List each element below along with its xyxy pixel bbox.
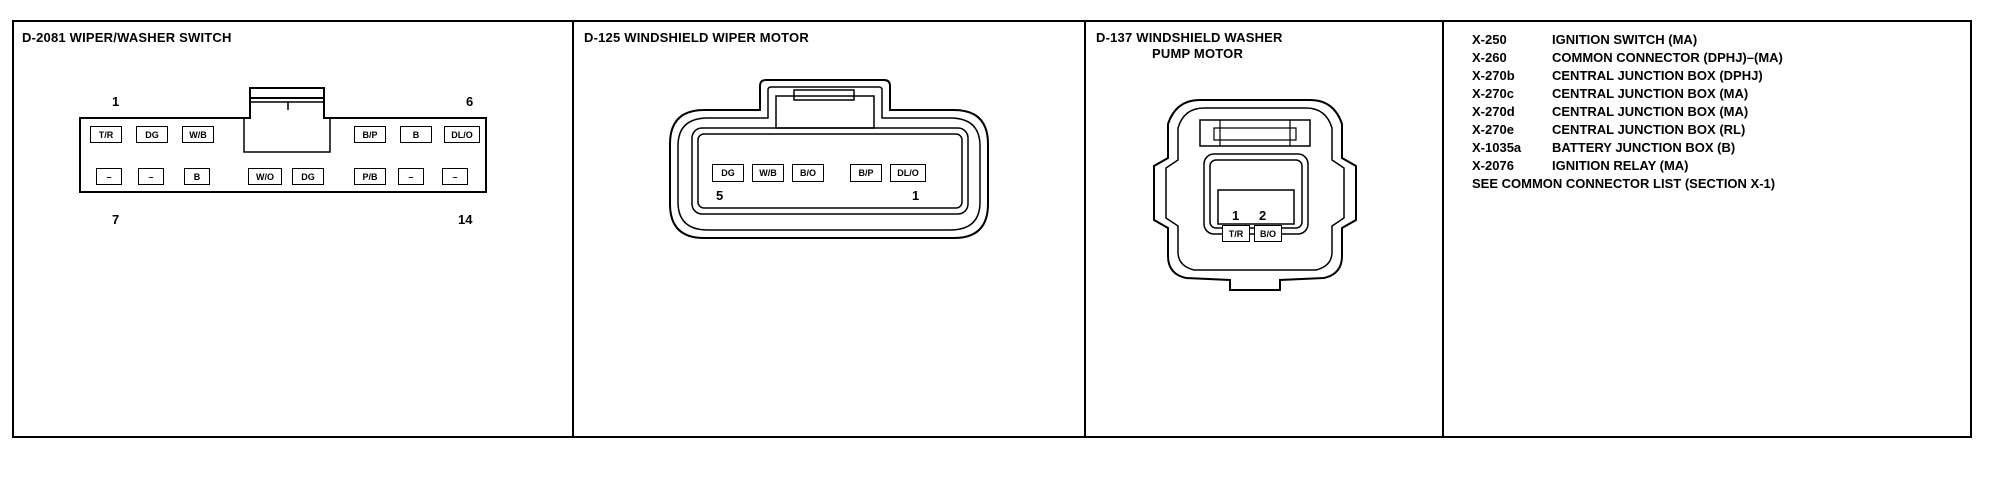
d2081-pin: – <box>96 168 122 185</box>
d137-pin-2-label: 2 <box>1259 208 1267 223</box>
d2081-pin: T/R <box>90 126 122 143</box>
reference-item: X-270c CENTRAL JUNCTION BOX (MA) <box>1472 86 1748 101</box>
d2081-pin-1-label: 1 <box>112 94 120 109</box>
reference-code: X-270e <box>1472 122 1514 137</box>
d137-title-line1: D-137 WINDSHIELD WASHER <box>1096 30 1283 45</box>
d2081-title: D-2081 WIPER/WASHER SWITCH <box>22 30 232 45</box>
d2081-pin: – <box>398 168 424 185</box>
reference-desc: BATTERY JUNCTION BOX (B) <box>1552 140 1736 155</box>
d2081-pin: DG <box>136 126 168 143</box>
reference-code: X-1035a <box>1472 140 1522 155</box>
d2081-pin: B/P <box>354 126 386 143</box>
reference-desc: CENTRAL JUNCTION BOX (MA) <box>1552 104 1749 119</box>
d2081-pin: – <box>138 168 164 185</box>
d125-pin: B/O <box>792 164 824 182</box>
d2081-pin: DL/O <box>444 126 480 143</box>
d125-pin: DL/O <box>890 164 926 182</box>
d137-connector-body <box>1153 99 1357 291</box>
panel-divider <box>1442 20 1444 438</box>
d2081-pin: DG <box>292 168 324 185</box>
reference-item: X-270b CENTRAL JUNCTION BOX (DPHJ) <box>1472 68 1763 83</box>
d125-pin: W/B <box>752 164 784 182</box>
d2081-pin: B <box>184 168 210 185</box>
d125-pin: DG <box>712 164 744 182</box>
d125-pin: B/P <box>850 164 882 182</box>
reference-item: X-270d CENTRAL JUNCTION BOX (MA) <box>1472 104 1748 119</box>
d137-title-line2: PUMP MOTOR <box>1152 46 1244 61</box>
d2081-pin-6-label: 6 <box>466 94 474 109</box>
d2081-pin-7-label: 7 <box>112 212 120 227</box>
d137-pin-1-label: 1 <box>1232 208 1240 223</box>
reference-desc: CENTRAL JUNCTION BOX (MA) <box>1552 86 1749 101</box>
reference-desc: CENTRAL JUNCTION BOX (RL) <box>1552 122 1746 137</box>
reference-code: X-270b <box>1472 68 1515 83</box>
d137-pin: B/O <box>1254 225 1282 242</box>
d2081-connector-body <box>79 87 487 193</box>
reference-item: X-260 COMMON CONNECTOR (DPHJ)–(MA) <box>1472 50 1783 65</box>
d2081-pin: W/B <box>182 126 214 143</box>
reference-item: X-2076 IGNITION RELAY (MA) <box>1472 158 1689 173</box>
reference-item: X-270e CENTRAL JUNCTION BOX (RL) <box>1472 122 1745 137</box>
reference-desc: COMMON CONNECTOR (DPHJ)–(MA) <box>1552 50 1783 65</box>
d2081-pin: B <box>400 126 432 143</box>
panel-divider <box>1084 20 1086 438</box>
d2081-pin: W/O <box>248 168 282 185</box>
d125-pin-1-label: 1 <box>912 188 920 203</box>
d125-title: D-125 WINDSHIELD WIPER MOTOR <box>584 30 809 45</box>
reference-code: X-260 <box>1472 50 1507 65</box>
reference-code: X-270c <box>1472 86 1514 101</box>
d137-pin: T/R <box>1222 225 1250 242</box>
reference-code: X-2076 <box>1472 158 1514 173</box>
reference-desc: IGNITION SWITCH (MA) <box>1552 32 1698 47</box>
d2081-pin: P/B <box>354 168 386 185</box>
panel-divider <box>572 20 574 438</box>
diagram-frame <box>12 20 1972 438</box>
reference-desc: IGNITION RELAY (MA) <box>1552 158 1689 173</box>
d125-pin-5-label: 5 <box>716 188 724 203</box>
d2081-pin-14-label: 14 <box>458 212 473 227</box>
reference-desc: CENTRAL JUNCTION BOX (DPHJ) <box>1552 68 1763 83</box>
d2081-pin: – <box>442 168 468 185</box>
reference-item: X-250 IGNITION SWITCH (MA) <box>1472 32 1697 47</box>
reference-code: X-250 <box>1472 32 1507 47</box>
reference-note: SEE COMMON CONNECTOR LIST (SECTION X-1) <box>1472 176 1776 191</box>
reference-item: X-1035a BATTERY JUNCTION BOX (B) <box>1472 140 1735 155</box>
reference-code: X-270d <box>1472 104 1515 119</box>
d125-connector-body <box>669 79 989 239</box>
